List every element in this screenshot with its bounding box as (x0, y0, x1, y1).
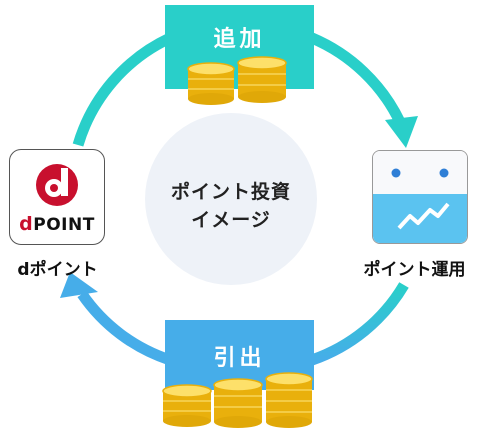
coin-stack-withdraw-left-icon (162, 384, 212, 427)
coin-stack-withdraw-middle-icon (213, 378, 263, 428)
coin-stack-add-left-icon (187, 62, 235, 105)
arrowhead-to-dpoint (60, 272, 98, 298)
add-label: 追加 (213, 27, 266, 52)
investment-card (372, 150, 468, 244)
arc-add-to-investment (309, 32, 405, 125)
coin-stack-add-right-icon (237, 56, 287, 103)
center-circle (145, 113, 317, 285)
center-line-1: ポイント投資 (170, 181, 291, 203)
withdraw-label: 引出 (213, 346, 266, 371)
coin-stack-withdraw-right-icon (265, 372, 313, 428)
investment-chart-icon (373, 151, 467, 243)
arc-investment-to-withdraw (310, 282, 409, 366)
arrowhead-to-investment (385, 116, 418, 148)
dpoint-caption: dポイント (17, 260, 98, 280)
center-label: ポイント投資 イメージ (145, 178, 317, 234)
dpoint-logo-text: dPOINT (10, 213, 104, 235)
dpoint-logo-icon (36, 164, 78, 206)
investment-caption: ポイント運用 (363, 260, 466, 280)
center-line-2: イメージ (191, 209, 271, 231)
arc-withdraw-to-dpoint (77, 290, 172, 366)
dpoint-logo-card: dPOINT (9, 149, 105, 245)
arc-dpoint-to-add (72, 33, 173, 147)
dpoint-logo-text-d: d (19, 213, 34, 235)
dpoint-logo-text-rest: POINT (33, 215, 95, 235)
